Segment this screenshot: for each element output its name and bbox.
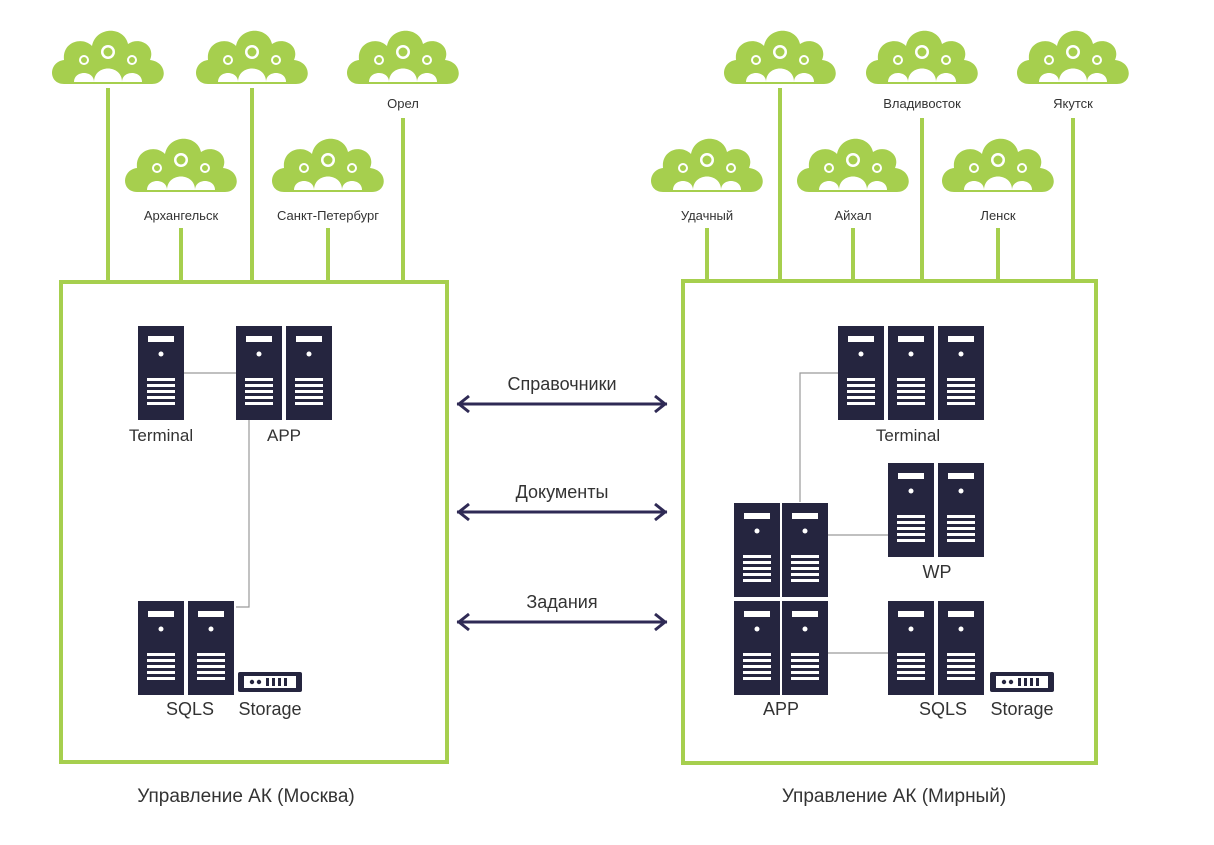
- right-cloud-udachny: [651, 138, 763, 192]
- left-storage-icon: [238, 672, 302, 692]
- caption-moscow: Управление АК (Москва): [137, 786, 354, 807]
- right-app-label: APP: [763, 699, 799, 719]
- right-cloud-yakutsk: [1017, 30, 1129, 84]
- left-app-label: APP: [267, 426, 301, 445]
- double-arrow-icon: [455, 394, 669, 414]
- left-sqls-server: [138, 601, 234, 695]
- city-label-oryol: Орел: [387, 96, 419, 111]
- exchange-label-references: Справочники: [507, 374, 616, 394]
- left-cloud-spb: [272, 138, 384, 192]
- exchange-label-documents: Документы: [516, 482, 609, 502]
- right-cloud-vladivostok: [866, 30, 978, 84]
- right-sqls-label: SQLS: [919, 699, 967, 719]
- left-cloud-2: [196, 30, 308, 84]
- double-arrow-icon: [455, 612, 669, 632]
- left-terminal-server: [138, 326, 184, 420]
- right-cloud-aykhal: [797, 138, 909, 192]
- right-wp-server: [888, 463, 984, 557]
- city-label-spb: Санкт-Петербург: [277, 208, 379, 223]
- city-label-arkhangelsk: Архангельск: [144, 208, 219, 223]
- exchange-label-tasks: Задания: [526, 592, 597, 612]
- caption-mirny: Управление АК (Мирный): [782, 786, 1006, 807]
- office-box-moscow: [59, 280, 449, 764]
- city-label-lensk: Ленск: [980, 208, 1015, 223]
- city-label-vladivostok: Владивосток: [883, 96, 961, 111]
- city-label-udachny: Удачный: [681, 208, 733, 223]
- right-terminal-label: Terminal: [876, 426, 940, 445]
- left-cloud-1: [52, 30, 164, 84]
- left-app-server: [236, 326, 332, 420]
- left-terminal-label: Terminal: [129, 426, 193, 445]
- left-cloud-oryol: [347, 30, 459, 84]
- right-cloud-1: [724, 30, 836, 84]
- double-arrow-icon: [455, 502, 669, 522]
- city-label-yakutsk: Якутск: [1053, 96, 1093, 111]
- right-terminal-server: [838, 326, 984, 420]
- city-label-aykhal: Айхал: [834, 208, 871, 223]
- right-app-server: [734, 503, 828, 695]
- left-cloud-arkhangelsk: [125, 138, 237, 192]
- right-sqls-server: [888, 601, 984, 695]
- right-storage-icon: [990, 672, 1054, 692]
- right-storage-label: Storage: [990, 699, 1053, 719]
- right-cloud-lensk: [942, 138, 1054, 192]
- left-storage-label: Storage: [238, 699, 301, 719]
- office-box-mirny: [681, 279, 1098, 765]
- right-wp-label: WP: [923, 562, 952, 582]
- left-sqls-label: SQLS: [166, 699, 214, 719]
